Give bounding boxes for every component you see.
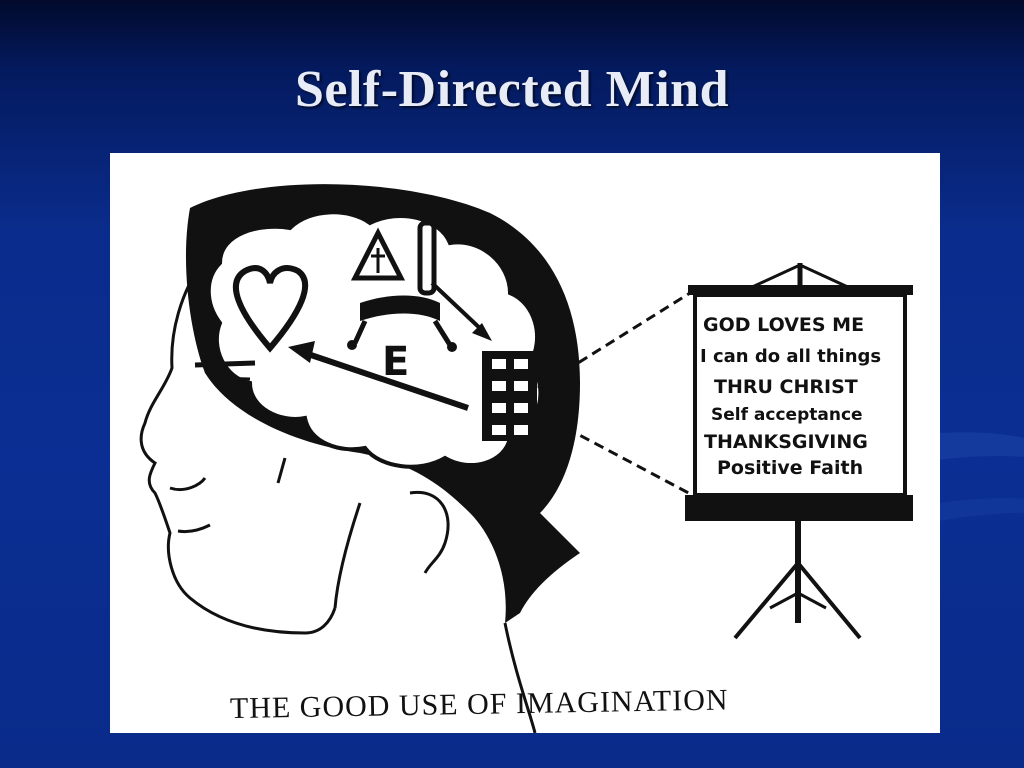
heart-icon bbox=[233, 265, 309, 353]
arrow-cabinet-to-heart bbox=[288, 341, 469, 411]
eyebrow bbox=[194, 360, 256, 368]
ear bbox=[409, 490, 450, 574]
back-neck-line bbox=[503, 622, 537, 733]
easel-line-2: I can do all things bbox=[700, 346, 881, 367]
mouth bbox=[177, 523, 211, 533]
neck-line bbox=[333, 502, 362, 609]
cheek-line bbox=[276, 457, 287, 484]
letter-E-icon: E bbox=[382, 339, 409, 385]
triangle-cross-icon bbox=[350, 227, 406, 281]
easel-line-6: Positive Faith bbox=[717, 457, 863, 479]
easel bbox=[685, 263, 913, 640]
nostril bbox=[169, 477, 207, 492]
projection-line-bottom bbox=[537, 411, 699, 500]
chair-icon bbox=[347, 220, 457, 352]
filing-cabinet-icon bbox=[482, 351, 537, 441]
illustration-caption: THE GOOD USE OF IMAGINATION bbox=[230, 683, 729, 725]
eye bbox=[213, 374, 251, 394]
easel-line-5: THANKSGIVING bbox=[704, 431, 868, 453]
easel-line-4: Self acceptance bbox=[711, 405, 863, 425]
easel-line-1: GOD LOVES ME bbox=[703, 314, 864, 336]
head-illustration: E bbox=[139, 184, 913, 733]
slide-title: Self-Directed Mind bbox=[294, 61, 730, 118]
illustration-panel: E bbox=[110, 153, 940, 733]
face-profile bbox=[139, 257, 337, 635]
easel-line-3: THRU CHRIST bbox=[714, 376, 858, 398]
arrow-chair-to-cabinet bbox=[430, 281, 492, 341]
